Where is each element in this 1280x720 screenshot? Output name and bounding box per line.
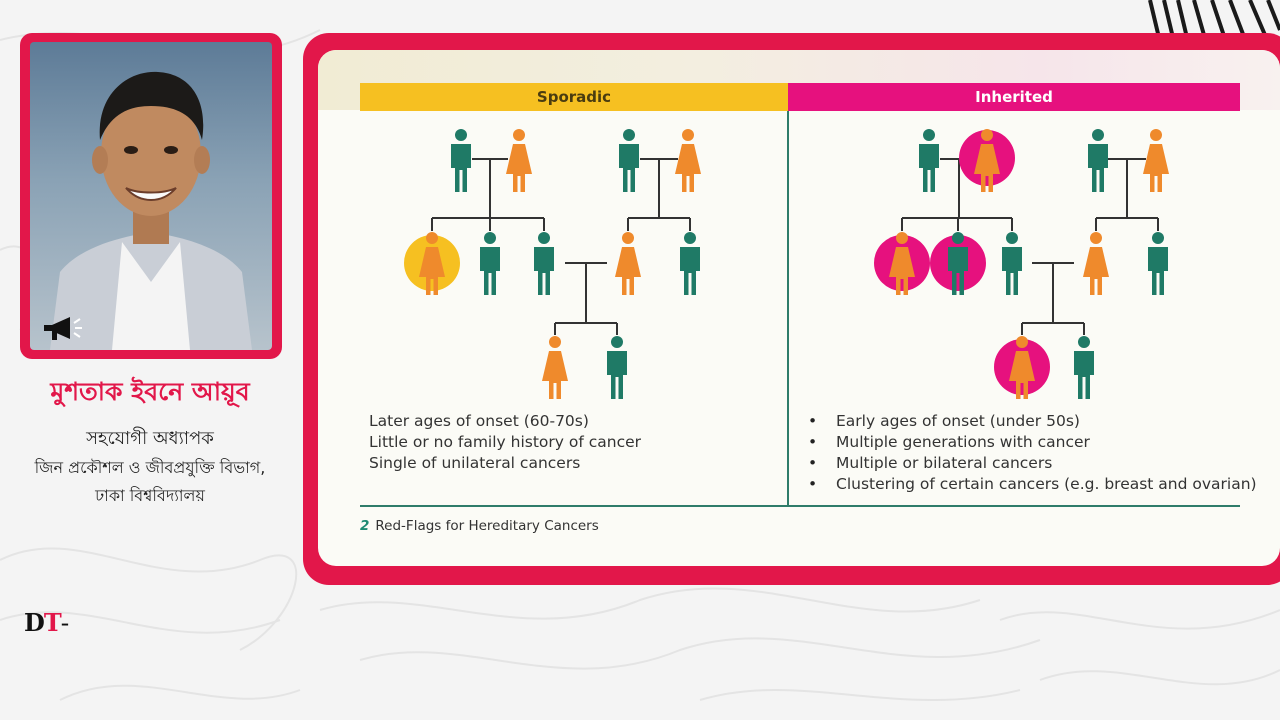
male-figure-icon bbox=[534, 232, 554, 295]
logo-dash: - bbox=[60, 609, 70, 637]
column-divider bbox=[787, 111, 789, 507]
male-figure-icon bbox=[480, 232, 500, 295]
presenter-department: জিন প্রকৌশল ও জীবপ্রযুক্তি বিভাগ, ঢাকা ব… bbox=[0, 454, 300, 510]
caption-number: 2 bbox=[360, 518, 370, 534]
presenter-name: মুশতাক ইবনে আয়ূব bbox=[50, 377, 250, 406]
male-figure-icon bbox=[607, 336, 627, 399]
department-line-1: জিন প্রকৌশল ও জীবপ্রযুক্তি বিভাগ, bbox=[34, 458, 266, 477]
presenter-designation: সহযোগী অধ্যাপক bbox=[86, 428, 214, 449]
presenter-photo-frame bbox=[20, 33, 282, 359]
female-figure-icon bbox=[506, 129, 532, 192]
sporadic-header: Sporadic bbox=[360, 83, 788, 111]
inherited-criterion: Clustering of certain cancers (e.g. brea… bbox=[808, 474, 1257, 495]
sporadic-criterion: Later ages of onset (60-70s) bbox=[369, 412, 589, 430]
sporadic-criteria-list: Later ages of onset (60-70s) Little or n… bbox=[369, 411, 641, 474]
sporadic-criterion: Single of unilateral cancers bbox=[369, 454, 581, 472]
caption-text: Red-Flags for Hereditary Cancers bbox=[375, 518, 599, 534]
department-line-2: ঢাকা বিশ্ববিদ্যালয় bbox=[95, 486, 205, 505]
male-figure-icon bbox=[619, 129, 639, 192]
male-figure-icon bbox=[919, 129, 939, 192]
inherited-criterion: Early ages of onset (under 50s) bbox=[808, 411, 1257, 432]
female-figure-icon bbox=[615, 232, 641, 295]
sporadic-criterion: Little or no family history of cancer bbox=[369, 433, 642, 451]
megaphone-icon bbox=[44, 317, 82, 340]
male-figure-icon bbox=[1074, 336, 1094, 399]
inherited-criterion: Multiple generations with cancer bbox=[808, 432, 1257, 453]
male-figure-icon bbox=[451, 129, 471, 192]
logo-d: D bbox=[24, 608, 45, 637]
inherited-header: Inherited bbox=[788, 83, 1240, 111]
male-figure-icon bbox=[680, 232, 700, 295]
presenter-portrait bbox=[50, 71, 252, 350]
inherited-criterion: Multiple or bilateral cancers bbox=[808, 453, 1257, 474]
female-figure-icon bbox=[1143, 129, 1169, 192]
brand-logo: DT- bbox=[24, 608, 70, 637]
female-figure-icon bbox=[675, 129, 701, 192]
female-figure-icon bbox=[542, 336, 568, 399]
male-figure-icon bbox=[1002, 232, 1022, 295]
male-figure-icon bbox=[1148, 232, 1168, 295]
logo-t: T bbox=[43, 608, 62, 637]
pedigree-lines bbox=[431, 158, 1159, 335]
inherited-criteria-list: Early ages of onset (under 50s) Multiple… bbox=[808, 411, 1257, 495]
male-figure-icon bbox=[1088, 129, 1108, 192]
table-bottom-rule bbox=[360, 505, 1240, 507]
female-figure-icon bbox=[1083, 232, 1109, 295]
comparison-table: Sporadic Inherited bbox=[360, 83, 1240, 537]
pedigree-diagrams bbox=[404, 129, 1169, 399]
figure-caption: 2 Red-Flags for Hereditary Cancers bbox=[360, 518, 599, 534]
presenter-photo bbox=[30, 42, 272, 350]
